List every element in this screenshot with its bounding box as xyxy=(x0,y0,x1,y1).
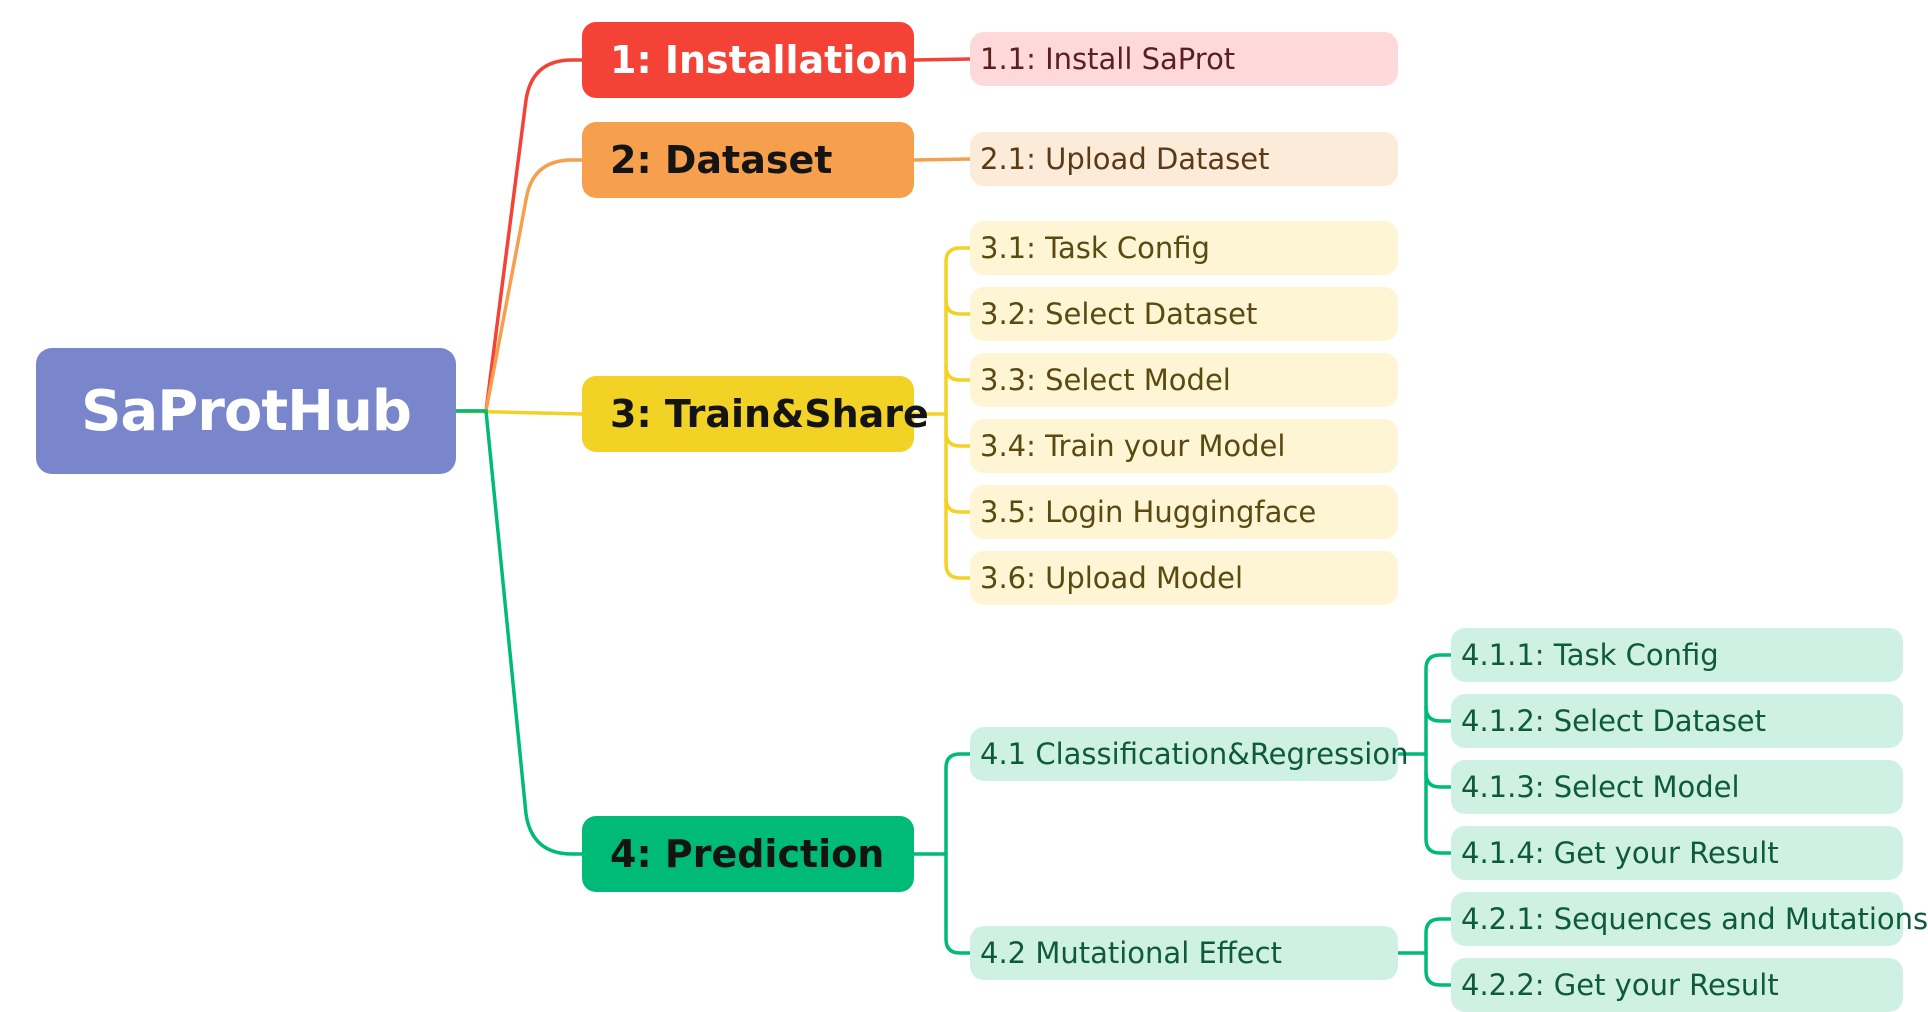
connector-classification-spine xyxy=(1424,653,1453,855)
branch-prediction[interactable]: 4: Prediction xyxy=(582,816,914,892)
connector-train-share-branch-1 xyxy=(944,364,972,382)
leaf-task-config[interactable]: 4.1.1: Task Config xyxy=(1451,628,1903,682)
subnode-select-dataset[interactable]: 3.2: Select Dataset xyxy=(970,287,1398,341)
connector-train-share-spine xyxy=(944,246,972,580)
connector-train-share-branch-3 xyxy=(944,496,972,514)
root-node-saprothub[interactable]: SaProtHub xyxy=(36,348,456,474)
connector-dataset xyxy=(912,157,972,162)
connector-classification-branch-0 xyxy=(1424,705,1453,723)
subnode-login-huggingface[interactable]: 3.5: Login Huggingface xyxy=(970,485,1398,539)
subnode-upload-dataset[interactable]: 2.1: Upload Dataset xyxy=(970,132,1398,186)
leaf-select-model[interactable]: 4.1.3: Select Model xyxy=(1451,760,1903,814)
connector-installation xyxy=(912,57,972,62)
subnode-upload-model[interactable]: 3.6: Upload Model xyxy=(970,551,1398,605)
leaf-sequences-and-mutations[interactable]: 4.2.1: Sequences and Mutations xyxy=(1451,892,1928,946)
leaf-select-dataset[interactable]: 4.1.2: Select Dataset xyxy=(1451,694,1903,748)
subnode-install-saprot[interactable]: 1.1: Install SaProt xyxy=(970,32,1398,86)
branch-dataset[interactable]: 2: Dataset xyxy=(582,122,914,198)
branch-installation[interactable]: 1: Installation xyxy=(582,22,914,98)
connector-train-share-branch-0 xyxy=(944,298,972,316)
connector-root-dataset xyxy=(454,158,584,413)
subnode-task-config[interactable]: 3.1: Task Config xyxy=(970,221,1398,275)
subnode-select-model[interactable]: 3.3: Select Model xyxy=(970,353,1398,407)
leaf-get-your-result-mutation[interactable]: 4.2.2: Get your Result xyxy=(1451,958,1903,1012)
subnode-classification-regression[interactable]: 4.1 Classification&Regression xyxy=(970,727,1408,781)
subnode-mutational-effect[interactable]: 4.2 Mutational Effect xyxy=(970,926,1398,980)
connector-root-prediction xyxy=(454,409,584,856)
leaf-get-your-result[interactable]: 4.1.4: Get your Result xyxy=(1451,826,1903,880)
connector-prediction-spine xyxy=(944,752,972,955)
branch-train-share[interactable]: 3: Train&Share xyxy=(582,376,929,452)
connector-classification-branch-1 xyxy=(1424,771,1453,789)
connector-mutational-spine xyxy=(1424,917,1453,987)
connector-train-share-branch-2 xyxy=(944,430,972,448)
subnode-train-your-model[interactable]: 3.4: Train your Model xyxy=(970,419,1398,473)
connector-root-installation xyxy=(454,58,584,413)
